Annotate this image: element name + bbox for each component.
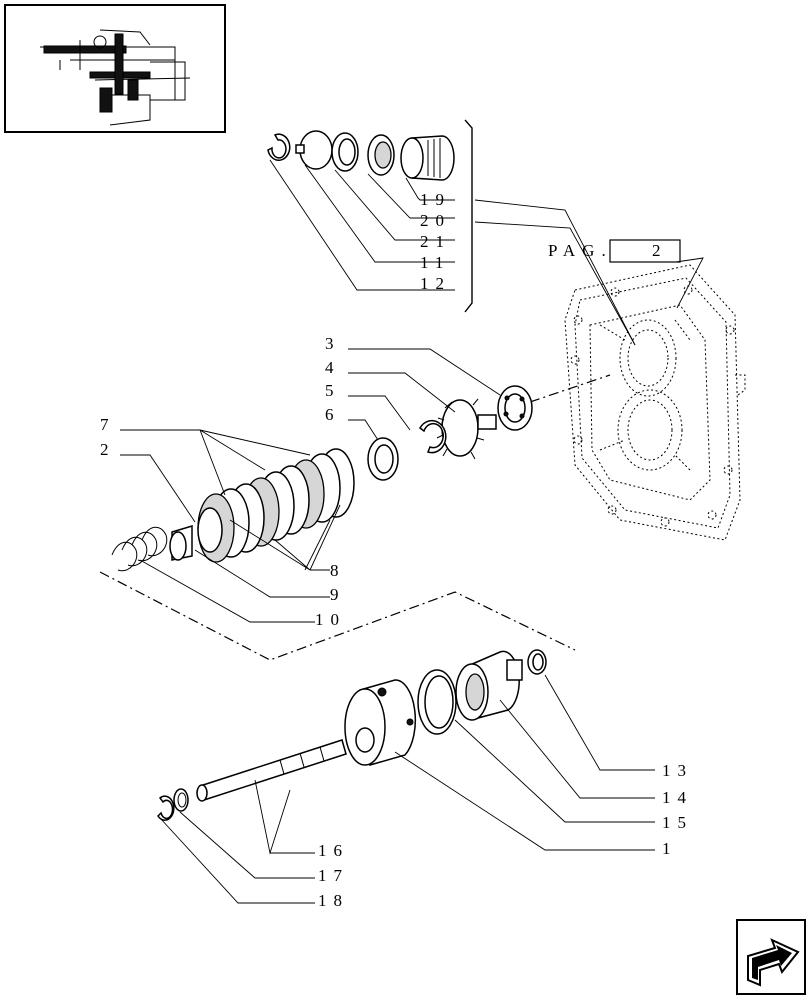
callout-13: 13	[662, 761, 693, 780]
callout-1: 1	[662, 839, 678, 858]
callout-11: 11	[420, 253, 450, 272]
callout-16: 16	[318, 841, 349, 860]
callout-labels: 19 20 21 11 12 3 4 5 6 7 2 8 9 10 13 14 …	[100, 190, 693, 910]
callout-12: 12	[420, 274, 451, 293]
callout-10: 10	[315, 610, 346, 629]
callout-21: 21	[420, 232, 451, 251]
callout-2: 2	[100, 440, 116, 459]
callout-14: 14	[662, 788, 693, 807]
callout-4: 4	[325, 358, 341, 377]
callout-7: 7	[100, 415, 116, 434]
callout-15: 15	[662, 813, 693, 832]
callout-18: 18	[318, 891, 349, 910]
assembly-location-thumbnail	[4, 4, 226, 133]
callout-19: 19	[420, 190, 451, 209]
page-reference-prefix: PAG.	[548, 241, 613, 260]
callout-8: 8	[330, 561, 346, 580]
callout-3: 3	[325, 334, 341, 353]
callout-9: 9	[330, 585, 346, 604]
transmission-housing	[564, 264, 746, 541]
page-reference[interactable]: PAG. 2	[548, 239, 681, 263]
callout-17: 17	[318, 866, 349, 885]
middle-parts-group	[111, 385, 533, 572]
callout-20: 20	[420, 211, 451, 230]
upper-parts-group	[267, 119, 473, 313]
lower-parts-group	[157, 649, 547, 821]
callout-5: 5	[325, 381, 341, 400]
next-page-arrow-icon[interactable]	[736, 919, 806, 995]
page-reference-number: 2	[652, 241, 668, 260]
callout-6: 6	[325, 405, 341, 424]
